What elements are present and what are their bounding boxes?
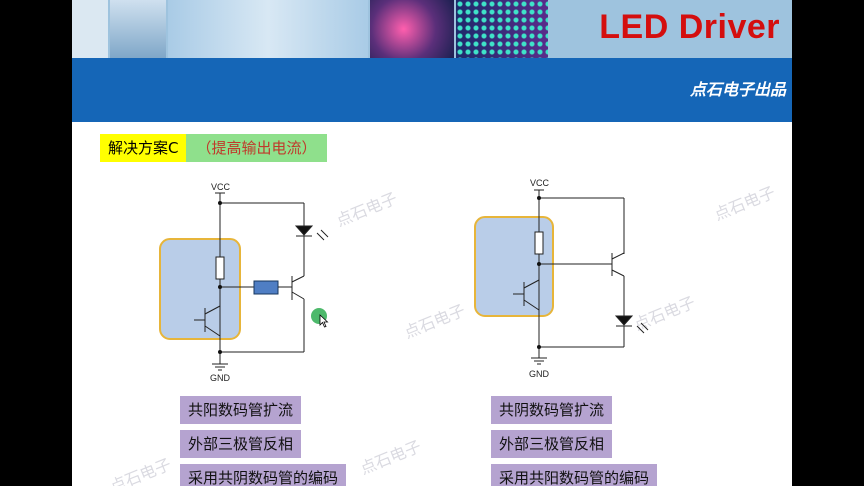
left-led	[294, 225, 314, 236]
left-option-0[interactable]: 共阳数码管扩流	[180, 396, 302, 424]
led-matrix-photo	[456, 0, 548, 58]
seven-segment-photo	[72, 0, 108, 58]
left-series-resistor	[253, 280, 279, 295]
right-gnd-label: GND	[529, 369, 550, 379]
right-option-2[interactable]: 采用共阳数码管的编码	[491, 464, 658, 486]
right-pullup-resistor	[534, 231, 544, 255]
left-circuit	[159, 192, 329, 371]
right-led	[614, 315, 634, 326]
right-mcu-box	[474, 216, 554, 317]
slide-title: LED Driver	[599, 8, 780, 46]
led-art-photo	[370, 0, 454, 58]
left-mcu-box	[159, 238, 241, 340]
right-vcc-label: VCC	[530, 178, 550, 188]
banner-strip	[72, 58, 792, 122]
led-bulbs-photo	[168, 0, 368, 58]
right-option-0[interactable]: 共阴数码管扩流	[491, 396, 613, 424]
banner: LED Driver	[72, 0, 792, 58]
circuit-diagrams: VCC GND	[159, 178, 649, 383]
solution-note: （提高输出电流）	[186, 134, 327, 162]
slide-credit: 点石电子出品	[689, 80, 786, 99]
solution-label: 解决方案C	[100, 134, 187, 162]
left-pullup-resistor	[215, 256, 225, 280]
mouse-pointer-icon	[319, 314, 329, 328]
left-gnd-label: GND	[210, 373, 231, 383]
solution-heading: 解决方案C （提高输出电流）	[100, 134, 327, 162]
right-circuit	[474, 189, 649, 365]
left-option-2[interactable]: 采用共阴数码管的编码	[180, 464, 347, 486]
right-option-1[interactable]: 外部三极管反相	[491, 430, 613, 458]
left-vcc-label: VCC	[211, 182, 231, 192]
slide: LED Driver 点石电子出品 解决方案C （提高输出电流） 点石电子 点石…	[72, 0, 792, 486]
led-display-photo	[110, 0, 166, 58]
left-option-1[interactable]: 外部三极管反相	[180, 430, 302, 458]
